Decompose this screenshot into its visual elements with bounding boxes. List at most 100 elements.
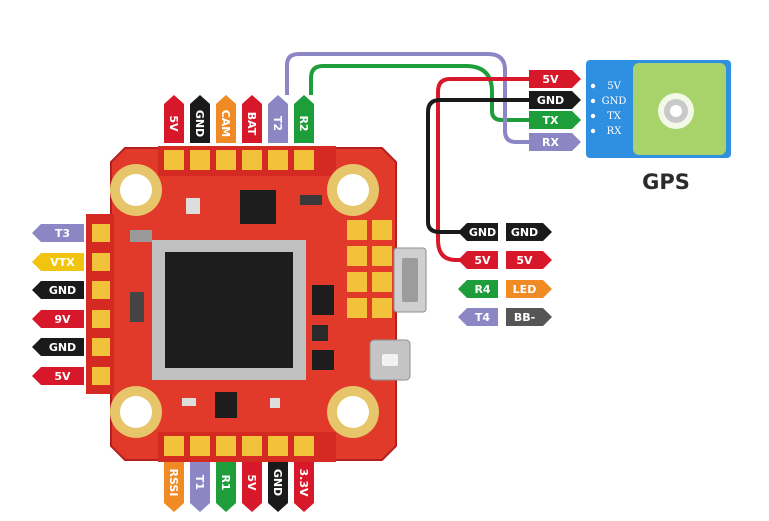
tag-text: T2 (271, 116, 284, 131)
wire-t2-to-rx (285, 52, 529, 144)
gps-pin-tx: TX (607, 111, 622, 122)
left-pin-9v-3: 9V (32, 310, 84, 328)
tag-text: 3.3V (297, 469, 310, 497)
tag-text: GND (49, 341, 76, 354)
mounting-hole-bl (110, 386, 162, 438)
left-pin-5v-5: 5V (32, 367, 84, 385)
tag-text: T1 (193, 475, 206, 490)
left-pin-t3-0: T3 (32, 224, 84, 242)
tag-text: CAM (219, 110, 232, 138)
tag-text: GND (469, 226, 496, 239)
solder-pad (92, 281, 110, 299)
usb-port (393, 247, 427, 313)
tag-text: GND (193, 110, 206, 137)
mcu-chip (152, 240, 306, 380)
gps-pin-dot (590, 83, 596, 89)
solder-pad (92, 224, 110, 242)
connector-ext-bb-3: BB- (506, 308, 552, 326)
top-pin-t2-4: T2 (268, 95, 288, 143)
left-pin-gnd-2: GND (32, 281, 84, 299)
tag-text: R1 (219, 474, 232, 490)
solder-pad (242, 150, 262, 170)
mounting-hole-tl (110, 164, 162, 216)
gps-pin-rx: RX (607, 126, 623, 137)
gps-pin-dot (590, 128, 596, 134)
solder-pad (164, 436, 184, 456)
tag-text: GND (49, 284, 76, 297)
tag-text: 5V (245, 474, 258, 491)
bottom-pin-rssi-0: RSSI (164, 462, 184, 512)
solder-pad (92, 367, 110, 385)
connector-board-t4-3: T4 (458, 308, 498, 326)
bottom-pin-labels: RSSI T1 R1 5V GND 3.3V (164, 462, 314, 512)
gps-wire-tx: TX (529, 111, 581, 129)
gps-wire-rx: RX (529, 133, 581, 151)
connector-ext-gnd-0: GND (506, 223, 552, 241)
tag-text: GND (537, 94, 564, 107)
solder-pad (242, 436, 262, 456)
tag-text: RX (542, 136, 559, 149)
wire-r2-to-tx (309, 64, 529, 122)
solder-pad (92, 253, 110, 271)
top-pin-5v-0: 5V (164, 95, 184, 143)
bottom-pin-t1-1: T1 (190, 462, 210, 512)
gps-wire-labels: 5V GND TX RX (529, 70, 581, 151)
gps-wire-5v: 5V (529, 70, 581, 88)
bottom-pin-gnd-4: GND (268, 462, 288, 512)
left-pin-gnd-4: GND (32, 338, 84, 356)
flight-controller-board (86, 146, 427, 462)
bottom-pin-r1-2: R1 (216, 462, 236, 512)
solder-pad (294, 436, 314, 456)
mounting-hole-br (327, 386, 379, 438)
tag-text: 5V (54, 370, 71, 383)
connector-ext-led-2: LED (506, 280, 552, 298)
baro-chip (186, 198, 200, 214)
tag-text: T3 (55, 227, 70, 240)
tag-text: 5V (542, 73, 559, 86)
tag-text: GND (511, 226, 538, 239)
solder-pad (92, 310, 110, 328)
tag-text: BB- (514, 311, 535, 324)
wire-gps-5v (436, 77, 529, 262)
tag-text: VTX (50, 256, 75, 269)
connector-board-5v-1: 5V (458, 251, 498, 269)
top-pin-gnd-1: GND (190, 95, 210, 143)
connector-board-gnd-0: GND (458, 223, 498, 241)
gps-pin-dot (590, 98, 596, 104)
solder-pad (216, 436, 236, 456)
solder-pad (190, 150, 210, 170)
top-pin-r2-5: R2 (294, 95, 314, 143)
tag-text: GND (271, 469, 284, 496)
solder-pad (164, 150, 184, 170)
wire-gps-gnd (426, 98, 529, 234)
tag-text: T4 (475, 311, 491, 324)
solder-pad (294, 150, 314, 170)
gps-pin-dot (590, 113, 596, 119)
mounting-hole-tr (327, 164, 379, 216)
tag-text: LED (513, 283, 537, 296)
tag-text: RSSI (167, 469, 180, 497)
boot-button (369, 339, 411, 381)
connector-board-r4-2: R4 (458, 280, 498, 298)
tag-text: R2 (297, 115, 310, 131)
tag-text: 5V (474, 254, 491, 267)
left-pin-vtx-1: VTX (32, 253, 84, 271)
top-pin-bat-3: BAT (242, 95, 262, 143)
top-pin-cam-2: CAM (216, 95, 236, 143)
bottom-pin-5v-3: 5V (242, 462, 262, 512)
solder-pad (92, 338, 110, 356)
gps-wire-gnd: GND (529, 91, 581, 109)
top-pin-labels: 5V GND CAM BAT T2 R2 (164, 95, 314, 143)
sensor-chip (240, 190, 276, 224)
tag-text: 5V (167, 115, 180, 132)
solder-pad (190, 436, 210, 456)
gps-label: GPS (642, 170, 690, 194)
tag-text: TX (543, 114, 560, 127)
solder-pad (268, 150, 288, 170)
gps-pin-gnd: GND (602, 96, 627, 107)
tag-text: BAT (245, 112, 258, 136)
